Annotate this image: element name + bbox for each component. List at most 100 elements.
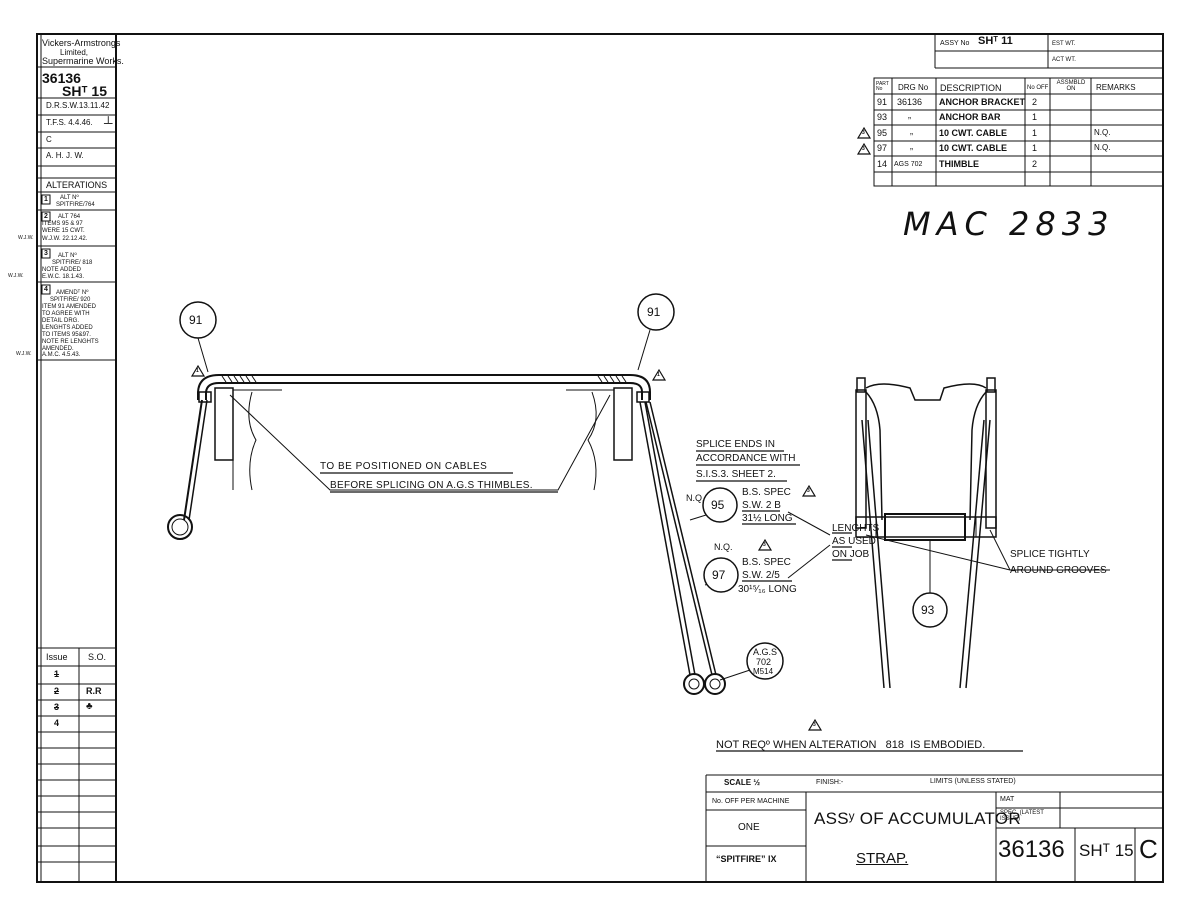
alteration-3-number: 3 bbox=[44, 250, 48, 257]
company-name-line3: Supermarine Works. bbox=[42, 56, 124, 66]
note-splice-tightly-line1: SPLICE TIGHTLY bbox=[1010, 549, 1090, 560]
sidebar-checked: C bbox=[46, 135, 52, 144]
part-description: ANCHOR BAR bbox=[939, 112, 1001, 122]
spec-97-line1: B.S. SPEC bbox=[742, 557, 791, 568]
alteration-4-line1: AMENDᵀ Nº bbox=[56, 290, 89, 296]
scale-label: SCALE ½ bbox=[724, 778, 761, 787]
alterations-title: ALTERATIONS bbox=[46, 180, 108, 190]
note-lengths-line1: LENGHTS bbox=[832, 523, 880, 534]
material-label: MAT bbox=[1000, 796, 1015, 803]
note-position-line1: TO BE POSITIONED ON CABLES bbox=[320, 461, 488, 472]
drawing-title-line2: STRAP. bbox=[856, 850, 909, 867]
alteration-4-line3: ITEM 91 AMENDED bbox=[42, 304, 97, 310]
note-lengths-line3: ON JOB bbox=[832, 549, 870, 560]
alteration-2-line2: ITEMS 95 & 97 bbox=[42, 221, 83, 227]
alteration-2-line3: WERE 15 CWT. bbox=[42, 228, 85, 234]
part-number: 95 bbox=[877, 128, 888, 138]
part-description: THIMBLE bbox=[939, 159, 979, 169]
alteration-4-line2: SPITFIRE/ 920 bbox=[50, 297, 91, 303]
ags-thimble-line2: 702 bbox=[756, 657, 772, 667]
company-name-line2: Limited, bbox=[60, 48, 89, 57]
no-off-value: ONE bbox=[738, 822, 760, 833]
title-issue-letter: C bbox=[1139, 834, 1158, 864]
alteration-4-line8: NOTE RE LENGHTS bbox=[42, 339, 99, 345]
triangle-1-left-label: 1 bbox=[196, 368, 199, 374]
alteration-2-initials: W.J.W. bbox=[18, 235, 34, 241]
issue-row-3: 3 bbox=[54, 702, 60, 712]
note-splice-ends-line3: S.I.S.3. SHEET 2. bbox=[696, 469, 776, 480]
sidebar-traced-mark: ┴ bbox=[104, 116, 113, 130]
note-nq-95: N.Q. bbox=[686, 493, 705, 503]
ags-thimble-line3: M514 bbox=[753, 667, 774, 676]
alteration-3-line2: SPITFIRE/ 818 bbox=[52, 260, 93, 266]
issue-header: Issue bbox=[46, 652, 68, 662]
spec-95-line1: B.S. SPEC bbox=[742, 487, 791, 498]
handwritten-reference: MAC 2833 bbox=[903, 205, 1115, 243]
part-number: 14 bbox=[877, 159, 888, 169]
note-splice-ends-line2: ACCORDANCE WITH bbox=[696, 453, 796, 464]
part-quantity: 2 bbox=[1032, 159, 1038, 169]
alteration-4-line4: TO AGREE WITH bbox=[42, 311, 90, 317]
assy-value: SHᵀ 11 bbox=[978, 35, 1013, 47]
no-off-per-machine-label: No. OFF PER MACHINE bbox=[712, 798, 790, 805]
sidebar-traced-date: T.F.S. 4.4.46. bbox=[46, 118, 93, 127]
parts-header-no-off: No OFF bbox=[1027, 85, 1049, 91]
drawing-number: AGS 702 bbox=[894, 161, 923, 168]
drawing-title-line1: ASSʸ OF ACCUMULATOR bbox=[814, 809, 1022, 828]
alteration-1-line1: ALT Nº bbox=[60, 195, 79, 201]
part-quantity: 1 bbox=[1032, 112, 1038, 122]
so-header: S.O. bbox=[88, 652, 107, 662]
parts-header-assembled-on: ASSMBLD ON bbox=[1056, 80, 1086, 92]
parts-header-description: DESCRIPTION bbox=[940, 83, 1002, 93]
issue-row-2-so: R.R bbox=[86, 686, 102, 696]
spec-95-line2: S.W. 2 B bbox=[742, 500, 781, 511]
triangle-1-right-label: 1 bbox=[657, 372, 660, 378]
part-quantity: 2 bbox=[1032, 97, 1038, 107]
alteration-2-line1: ALT 764 bbox=[58, 214, 81, 220]
alteration-3-line1: ALT Nº bbox=[58, 253, 77, 259]
balloon-91-left: 91 bbox=[189, 313, 203, 327]
alteration-4-line6: LENGHTS ADDED bbox=[42, 325, 93, 331]
part-description: 10 CWT. CABLE bbox=[939, 128, 1008, 138]
issue-row-2: 2 bbox=[54, 686, 60, 696]
drawing-number: „ bbox=[910, 141, 913, 151]
company-name-line1: Vickers-Armstrongs bbox=[42, 38, 121, 48]
assy-label: ASSY No bbox=[940, 40, 970, 47]
title-drawing-number: 36136 bbox=[998, 836, 1065, 863]
note-position-line2: BEFORE SPLICING ON A.G.S THIMBLES. bbox=[330, 480, 533, 491]
revision-triangle-row-95-label: 3 bbox=[862, 130, 865, 136]
alteration-4-line5: DETAIL DRG. bbox=[42, 318, 80, 324]
issue-row-3-so: ♣ bbox=[86, 701, 93, 712]
alteration-4-number: 4 bbox=[44, 286, 48, 293]
alteration-3-line4: E.W.C. 18.1.43. bbox=[42, 274, 85, 280]
sidebar-sheet-number: SHᵀ 15 bbox=[62, 83, 107, 99]
balloon-95: 95 bbox=[711, 498, 725, 512]
revision-triangle-row-97-label: 3 bbox=[862, 146, 865, 152]
alteration-4-initials: W.J.W. bbox=[16, 351, 32, 357]
alteration-4-line7: TO ITEMS 95&97. bbox=[42, 332, 91, 338]
limits-label: LIMITS (UNLESS STATED) bbox=[930, 778, 1016, 785]
drawing-number: „ bbox=[910, 126, 913, 136]
ags-thimble-line1: A.G.S bbox=[753, 647, 778, 657]
spec-95-line3: 31½ LONG bbox=[742, 513, 793, 524]
part-quantity: 1 bbox=[1032, 128, 1038, 138]
note-splice-tightly-line2: AROUND GROOVES bbox=[1010, 565, 1107, 576]
alteration-1-number: 1 bbox=[44, 196, 48, 203]
drawing-number: „ bbox=[908, 110, 911, 120]
part-number: 97 bbox=[877, 143, 888, 153]
spec-label: SPEC. (LATEST ISSUE) bbox=[1000, 810, 1044, 822]
note-nq-97: N.Q. bbox=[714, 542, 733, 552]
spec-97-line2: S.W. 2/5 bbox=[742, 570, 780, 581]
triangle-3-spec95-label: 3 bbox=[807, 488, 810, 494]
spec-97-line3: 30¹⁵⁄₁₆ LONG bbox=[738, 584, 797, 595]
part-quantity: 1 bbox=[1032, 143, 1038, 153]
drawing-number: 36136 bbox=[897, 97, 923, 107]
issue-row-1: 1 bbox=[54, 669, 60, 679]
alteration-2-line4: W.J.W. 22.12.42. bbox=[42, 236, 88, 242]
alteration-4-line9: AMENDED. bbox=[42, 346, 74, 352]
sidebar-approved: A. H. J. W. bbox=[46, 151, 84, 160]
note-lengths-line2: AS USED bbox=[832, 536, 876, 547]
